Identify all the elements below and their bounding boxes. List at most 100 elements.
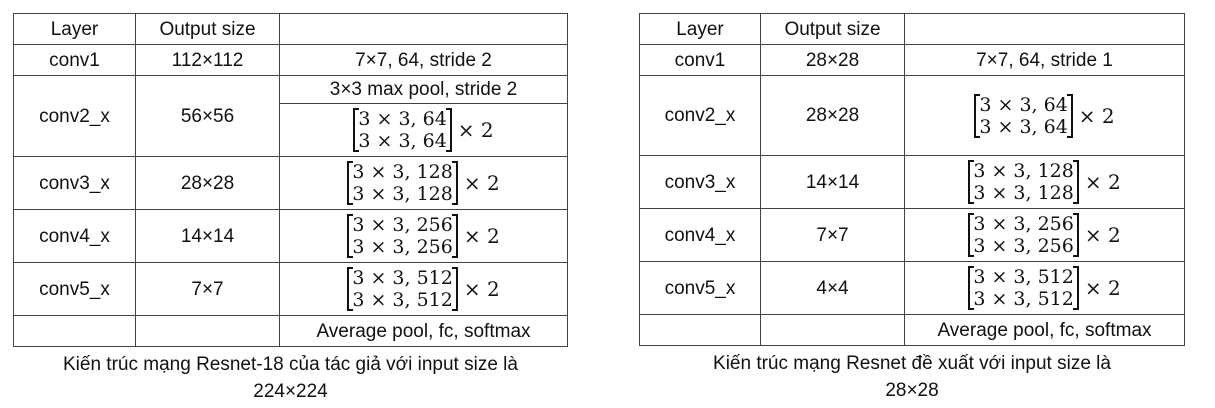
bracket-matrix: 3 × 3, 256 3 × 3, 256 <box>347 214 458 258</box>
table-row-conv3: conv3_x 14×14 3 × 3, 128 3 × 3, 128 × 2 <box>639 155 1185 209</box>
output-size: 7×7 <box>760 208 905 262</box>
block-spec: 3 × 3, 64 3 × 3, 64 × 2 <box>904 75 1185 156</box>
block-line-1: 3 × 3, 64 <box>358 108 447 130</box>
table-row-conv3: conv3_x 28×28 3 × 3, 128 3 × 3, 128 × 2 <box>13 156 568 210</box>
bracket-matrix: 3 × 3, 64 3 × 3, 64 <box>353 108 453 152</box>
block-line-1: 3 × 3, 64 <box>979 93 1068 116</box>
block-line-1: 3 × 3, 256 <box>973 213 1074 235</box>
caption-line-1: Kiến trúc mạng Resnet đề xuất với input … <box>713 353 1111 374</box>
output-size: 14×14 <box>760 155 905 209</box>
layer-name: conv3_x <box>639 155 761 209</box>
block-multiplier: × 2 <box>457 118 494 142</box>
block-spec: 3 × 3, 64 3 × 3, 64 × 2 <box>279 103 568 157</box>
header-spec <box>904 13 1185 45</box>
residual-block: 3 × 3, 64 3 × 3, 64 × 2 <box>353 108 494 152</box>
block-line-2: 3 × 3, 512 <box>973 288 1074 310</box>
layer-name: conv2_x <box>639 75 761 156</box>
table-caption: Kiến trúc mạng Resnet đề xuất với input … <box>639 350 1185 404</box>
block-multiplier: × 2 <box>1084 223 1121 247</box>
output-size: 28×28 <box>760 75 905 156</box>
block-line-1: 3 × 3, 128 <box>352 161 453 183</box>
block-line-1: 3 × 3, 512 <box>973 266 1074 288</box>
residual-block: 3 × 3, 256 3 × 3, 256 × 2 <box>968 213 1121 257</box>
block-line-2: 3 × 3, 64 <box>358 130 447 152</box>
layer-name: conv5_x <box>13 262 136 316</box>
block-spec: 3 × 3, 128 3 × 3, 128 × 2 <box>904 155 1185 209</box>
block-line-1: 3 × 3, 512 <box>352 267 453 289</box>
output-size: 7×7 <box>135 262 280 316</box>
block-multiplier: × 2 <box>463 277 500 301</box>
output-size: 14×14 <box>135 209 280 263</box>
caption-line-1: Kiến trúc mạng Resnet-18 của tác giả với… <box>63 354 518 375</box>
empty-cell <box>639 314 761 346</box>
empty-cell <box>13 315 136 347</box>
block-line-2: 3 × 3, 256 <box>973 235 1074 257</box>
header-spec <box>279 13 568 45</box>
bracket-matrix: 3 × 3, 128 3 × 3, 128 <box>968 160 1079 204</box>
pool-spec: 3×3 max pool, stride 2 <box>279 75 568 104</box>
table-row-final: Average pool, fc, softmax <box>13 315 568 347</box>
residual-block: 3 × 3, 64 3 × 3, 64 × 2 <box>974 93 1115 138</box>
block-spec: 3 × 3, 512 3 × 3, 512 × 2 <box>279 262 568 316</box>
header-layer: Layer <box>639 13 761 45</box>
output-size: 4×4 <box>760 261 905 315</box>
bracket-matrix: 3 × 3, 512 3 × 3, 512 <box>968 266 1079 310</box>
block-spec: 3 × 3, 256 3 × 3, 256 × 2 <box>279 209 568 263</box>
table-caption: Kiến trúc mạng Resnet-18 của tác giả với… <box>13 351 568 405</box>
block-line-1: 3 × 3, 128 <box>973 160 1074 182</box>
block-spec: 3 × 3, 512 3 × 3, 512 × 2 <box>904 261 1185 315</box>
bracket-matrix: 3 × 3, 256 3 × 3, 256 <box>968 213 1079 257</box>
residual-block: 3 × 3, 128 3 × 3, 128 × 2 <box>968 160 1121 204</box>
layer-name: conv4_x <box>13 209 136 263</box>
block-multiplier: × 2 <box>463 171 500 195</box>
table-row-conv4: conv4_x 14×14 3 × 3, 256 3 × 3, 256 × 2 <box>13 209 568 263</box>
table-row-conv1: conv1 28×28 7×7, 64, stride 1 <box>639 44 1185 76</box>
output-size: 28×28 <box>135 156 280 210</box>
table-row-conv2-pool: conv2_x 56×56 3×3 max pool, stride 2 <box>13 75 568 157</box>
residual-block: 3 × 3, 256 3 × 3, 256 × 2 <box>347 214 500 258</box>
layer-name: conv1 <box>639 44 761 76</box>
residual-block: 3 × 3, 128 3 × 3, 128 × 2 <box>347 161 500 205</box>
final-spec: Average pool, fc, softmax <box>904 314 1185 346</box>
table-header-row: Layer Output size <box>13 13 568 45</box>
layer-name: conv3_x <box>13 156 136 210</box>
block-line-2: 3 × 3, 128 <box>352 183 453 205</box>
block-multiplier: × 2 <box>1078 103 1115 128</box>
output-size: 112×112 <box>135 44 280 76</box>
output-size: 28×28 <box>760 44 905 76</box>
empty-cell <box>135 315 280 347</box>
resnet-proposed-panel: Layer Output size conv1 28×28 7×7, 64, s… <box>639 13 1185 404</box>
layer-name: conv1 <box>13 44 136 76</box>
table-header-row: Layer Output size <box>639 13 1185 45</box>
bracket-matrix: 3 × 3, 128 3 × 3, 128 <box>347 161 458 205</box>
table-row-final: Average pool, fc, softmax <box>639 314 1185 346</box>
block-spec: 3 × 3, 256 3 × 3, 256 × 2 <box>904 208 1185 262</box>
table-row-conv2: conv2_x 28×28 3 × 3, 64 3 × 3, 64 × 2 <box>639 75 1185 156</box>
table-row-conv5: conv5_x 7×7 3 × 3, 512 3 × 3, 512 × 2 <box>13 262 568 316</box>
caption-line-2: 28×28 <box>885 380 939 401</box>
resnet-proposed-table: Layer Output size conv1 28×28 7×7, 64, s… <box>639 13 1185 346</box>
resnet18-original-table: Layer Output size conv1 112×112 7×7, 64,… <box>13 13 568 347</box>
header-output-size: Output size <box>135 13 280 45</box>
bracket-matrix: 3 × 3, 64 3 × 3, 64 <box>974 93 1074 138</box>
block-multiplier: × 2 <box>1084 276 1121 300</box>
table-row-conv1: conv1 112×112 7×7, 64, stride 2 <box>13 44 568 76</box>
bracket-matrix: 3 × 3, 512 3 × 3, 512 <box>347 267 458 311</box>
header-output-size: Output size <box>760 13 905 45</box>
block-line-2: 3 × 3, 64 <box>979 115 1068 138</box>
block-multiplier: × 2 <box>1084 170 1121 194</box>
layer-spec: 7×7, 64, stride 2 <box>279 44 568 76</box>
residual-block: 3 × 3, 512 3 × 3, 512 × 2 <box>347 267 500 311</box>
output-size: 56×56 <box>135 75 280 157</box>
block-line-2: 3 × 3, 512 <box>352 289 453 311</box>
block-multiplier: × 2 <box>463 224 500 248</box>
layer-name: conv4_x <box>639 208 761 262</box>
final-spec: Average pool, fc, softmax <box>279 315 568 347</box>
caption-line-2: 224×224 <box>253 381 328 402</box>
block-line-1: 3 × 3, 256 <box>352 214 453 236</box>
block-line-2: 3 × 3, 128 <box>973 182 1074 204</box>
residual-block: 3 × 3, 512 3 × 3, 512 × 2 <box>968 266 1121 310</box>
table-row-conv2-block: 3 × 3, 64 3 × 3, 64 × 2 <box>14 103 568 157</box>
resnet18-original-panel: Layer Output size conv1 112×112 7×7, 64,… <box>13 13 568 405</box>
block-line-2: 3 × 3, 256 <box>352 236 453 258</box>
